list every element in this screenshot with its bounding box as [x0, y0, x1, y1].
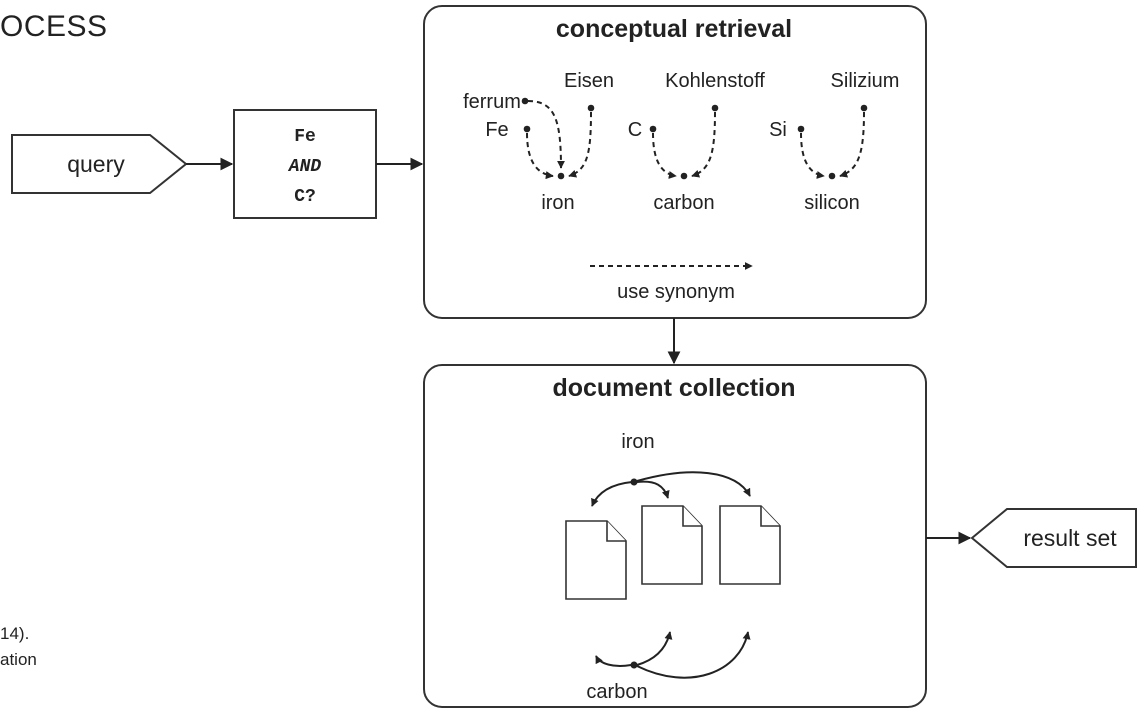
term-fe: Fe — [485, 119, 508, 141]
slide-title-fragment: OCESS — [0, 10, 108, 43]
conceptual-retrieval-panel: conceptual retrieval ferrum Fe Eisen iro… — [423, 5, 927, 319]
document-collection-title: document collection — [552, 374, 795, 402]
query-label: query — [67, 151, 125, 177]
document-1 — [565, 520, 627, 600]
footnote-line-2: ation — [0, 650, 37, 669]
query-node: query — [11, 134, 188, 194]
term-ferrum-dot — [521, 97, 529, 105]
term-silizium: Silizium — [831, 70, 900, 92]
iron-link-doc1 — [591, 481, 633, 507]
concept-carbon-dot — [680, 172, 688, 180]
result-set-node: result set — [970, 508, 1137, 568]
iron-link-dot — [630, 478, 638, 486]
carbon-link-doc3 — [636, 631, 751, 679]
carbon-link-dot — [630, 661, 638, 669]
legend-use-synonym: use synonym — [617, 281, 735, 303]
concept-silicon-dot — [828, 172, 836, 180]
concept-iron: iron — [541, 192, 574, 214]
synonym-fe-to-iron — [526, 132, 554, 180]
term-fe-dot — [523, 125, 531, 133]
collection-label-carbon: carbon — [586, 681, 647, 703]
term-eisen-dot — [587, 104, 595, 112]
carbon-link-doc2 — [636, 631, 673, 666]
synonym-kohlenstoff-to-carbon — [691, 111, 716, 178]
carbon-link-doc1 — [595, 655, 632, 667]
iron-link-doc2 — [636, 480, 670, 499]
document-2 — [641, 505, 703, 585]
document-collection-panel: document collection iron carbon — [423, 364, 927, 708]
concept-carbon: carbon — [653, 192, 714, 214]
term-eisen: Eisen — [564, 70, 614, 92]
concept-iron-dot — [557, 172, 565, 180]
query-term-c: C? — [294, 187, 316, 207]
document-3 — [719, 505, 781, 585]
term-c: C — [628, 119, 642, 141]
iron-link-doc3 — [636, 471, 751, 497]
concept-silicon: silicon — [804, 192, 860, 214]
synonym-eisen-to-iron — [568, 111, 592, 178]
term-kohlenstoff-dot — [711, 104, 719, 112]
result-set-label: result set — [1023, 525, 1117, 551]
term-c-dot — [649, 125, 657, 133]
query-operator-and: AND — [288, 157, 322, 177]
term-ferrum: ferrum — [463, 91, 521, 113]
collection-label-iron: iron — [621, 431, 654, 453]
term-si-dot — [797, 125, 805, 133]
footnote-line-1: 14). — [0, 624, 30, 643]
term-kohlenstoff: Kohlenstoff — [665, 70, 765, 92]
query-term-fe: Fe — [294, 127, 316, 147]
boolean-query-box: Fe AND C? — [233, 109, 377, 219]
term-si: Si — [769, 119, 787, 141]
conceptual-retrieval-title: conceptual retrieval — [556, 15, 792, 43]
synonym-silizium-to-silicon — [839, 111, 865, 178]
term-silizium-dot — [860, 104, 868, 112]
